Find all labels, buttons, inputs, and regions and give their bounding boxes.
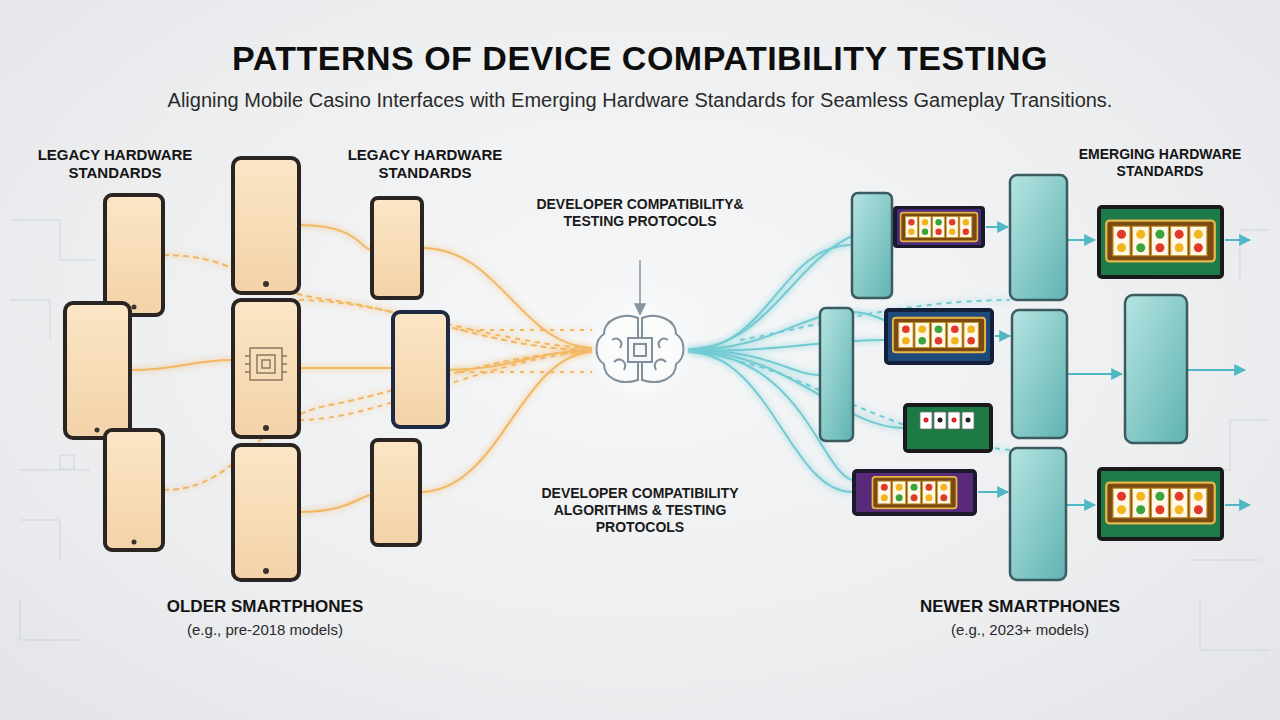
group-heading: LEGACY HARDWARE STANDARDS — [335, 146, 515, 183]
group-note: (e.g., 2023+ models) — [860, 621, 1180, 639]
group-caption: NEWER SMARTPHONES — [860, 597, 1180, 618]
hub-subheading: DEVELOPER COMPATIBILITY ALGORITHMS & TES… — [530, 485, 750, 536]
hub-heading: DEVELOPER COMPATIBILITY& TESTING PROTOCO… — [530, 196, 750, 230]
group-heading: EMERGING HARDWARE STANDARDS — [1070, 146, 1250, 180]
diagram-title: PATTERNS OF DEVICE COMPATIBILITY TESTING — [20, 38, 1260, 79]
group-heading: LEGACY HARDWARE STANDARDS — [25, 146, 205, 183]
subtitle: Aligning Mobile Casino Interfaces with E… — [20, 88, 1260, 112]
protocol-hub: DEVELOPER COMPATIBILITY& TESTING PROTOCO… — [530, 196, 750, 536]
group-caption: OLDER SMARTPHONES — [105, 597, 425, 618]
group-note: (e.g., pre-2018 models) — [105, 621, 425, 639]
